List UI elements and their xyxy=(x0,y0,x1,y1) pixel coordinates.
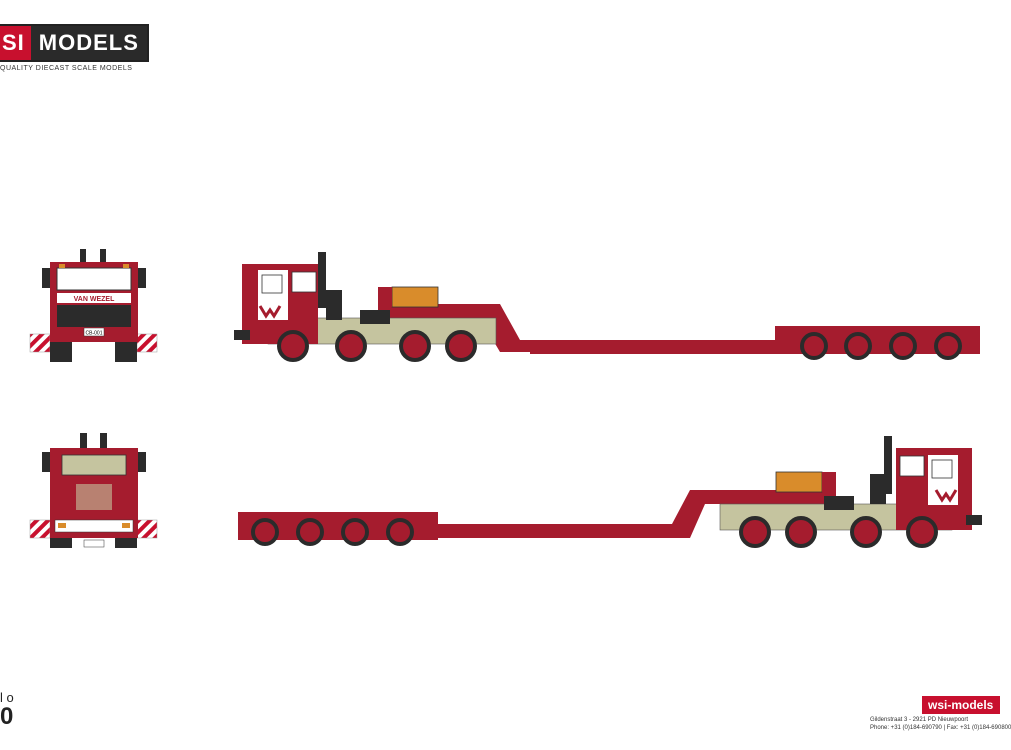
logo-red-part: SI xyxy=(0,26,31,60)
logo-tagline: QUALITY DIECAST SCALE MODELS xyxy=(0,65,133,72)
side-view-left xyxy=(234,252,980,362)
scale-label: l o xyxy=(0,690,14,705)
address-line-2: Phone: +31 (0)184-690790 | Fax: +31 (0)1… xyxy=(870,725,1011,731)
front-plate-text: CB-001 xyxy=(86,331,103,337)
footer-badge: wsi-models xyxy=(922,696,1000,714)
scale-indicator: l o 0 xyxy=(0,690,14,729)
footer-address: Gildenstraat 3 - 2921 PD Nieuwpoort Phon… xyxy=(870,716,1011,732)
side-view-right xyxy=(238,436,982,548)
front-view: VAN WEZEL CB-001 xyxy=(29,249,158,362)
rear-view xyxy=(29,433,158,548)
front-grille-text: VAN WEZEL xyxy=(74,296,115,303)
logo-dark-part: MODELS xyxy=(30,26,147,60)
scale-value: 0 xyxy=(0,703,14,730)
address-line-1: Gildenstraat 3 - 2921 PD Nieuwpoort xyxy=(870,717,969,723)
logo-box: SI MODELS xyxy=(0,24,149,62)
wsi-logo: SI MODELS QUALITY DIECAST SCALE MODELS xyxy=(0,24,149,72)
